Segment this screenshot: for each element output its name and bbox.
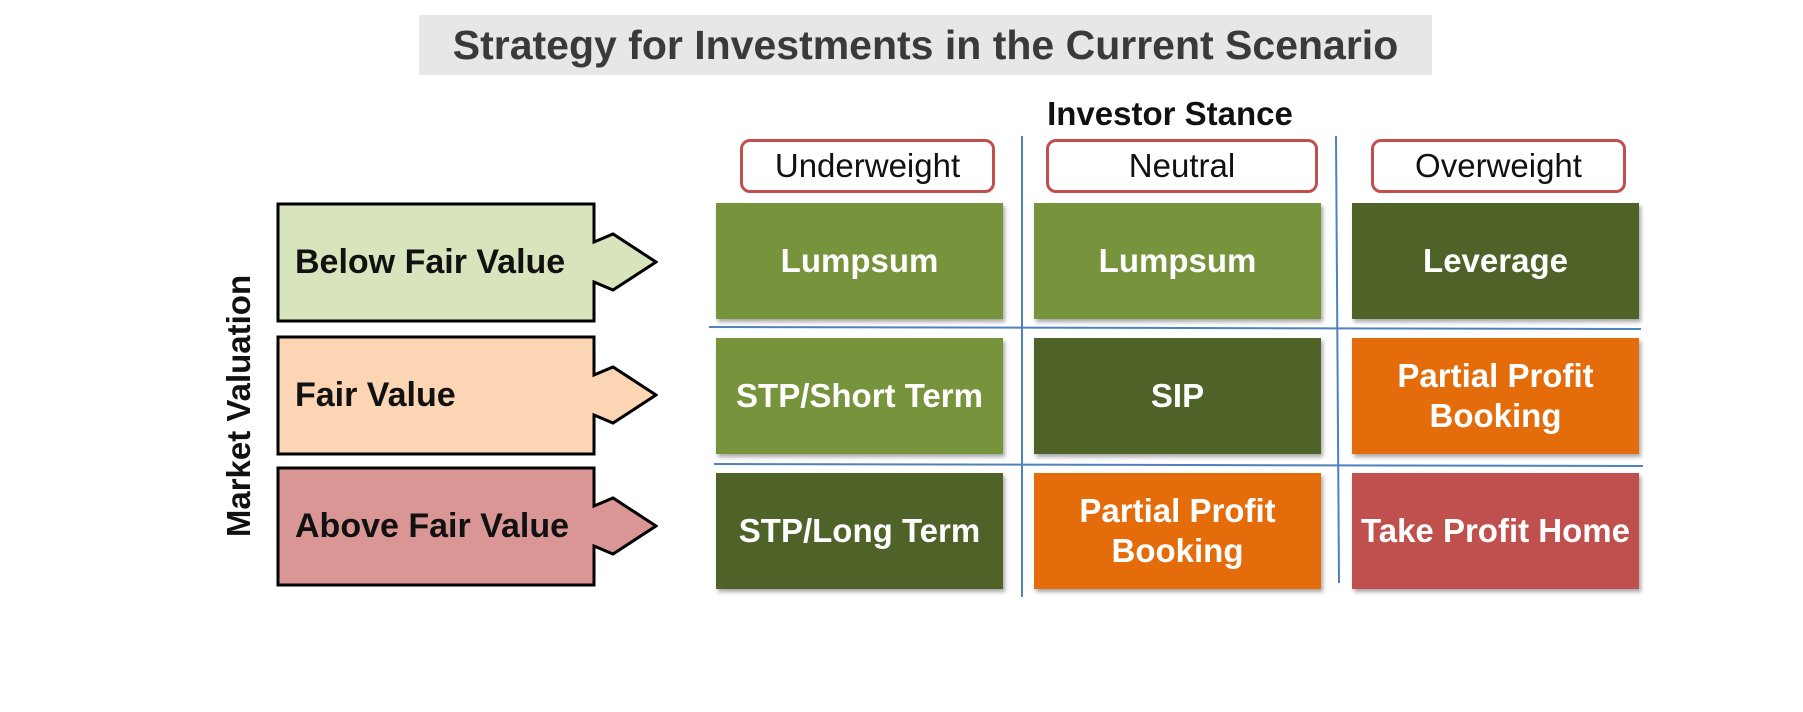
row-arrow-shape xyxy=(276,466,658,587)
row-label-above-fair-value: Above Fair Value xyxy=(276,466,658,587)
cell-below-fair-neutral: Lumpsum xyxy=(1034,203,1321,319)
vertical-divider xyxy=(1335,135,1340,584)
row-label-text: Below Fair Value xyxy=(295,243,566,281)
row-label-below-fair-value: Below Fair Value xyxy=(276,202,658,323)
cell-fair-underweight: STP/Short Term xyxy=(716,338,1003,454)
column-header-underweight: Underweight xyxy=(740,139,995,193)
column-header-neutral: Neutral xyxy=(1046,139,1318,193)
column-header-overweight: Overweight xyxy=(1371,139,1626,193)
row-arrow-shape xyxy=(276,335,658,456)
cell-above-fair-underweight: STP/Long Term xyxy=(716,473,1003,589)
row-arrow-shape xyxy=(276,202,658,323)
horizontal-divider xyxy=(713,463,1644,467)
investor-stance-label: Investor Stance xyxy=(1047,95,1293,132)
cell-fair-neutral: SIP xyxy=(1034,338,1321,454)
cell-fair-overweight: Partial Profit Booking xyxy=(1352,338,1639,454)
row-label-fair-value: Fair Value xyxy=(276,335,658,456)
cell-below-fair-underweight: Lumpsum xyxy=(716,203,1003,319)
cell-below-fair-overweight: Leverage xyxy=(1352,203,1639,319)
cell-above-fair-overweight: Take Profit Home xyxy=(1352,473,1639,589)
page-title: Strategy for Investments in the Current … xyxy=(419,15,1432,75)
row-label-text: Above Fair Value xyxy=(295,507,569,545)
cell-above-fair-neutral: Partial Profit Booking xyxy=(1034,473,1321,589)
horizontal-divider xyxy=(708,326,1642,330)
row-label-text: Fair Value xyxy=(295,376,456,414)
